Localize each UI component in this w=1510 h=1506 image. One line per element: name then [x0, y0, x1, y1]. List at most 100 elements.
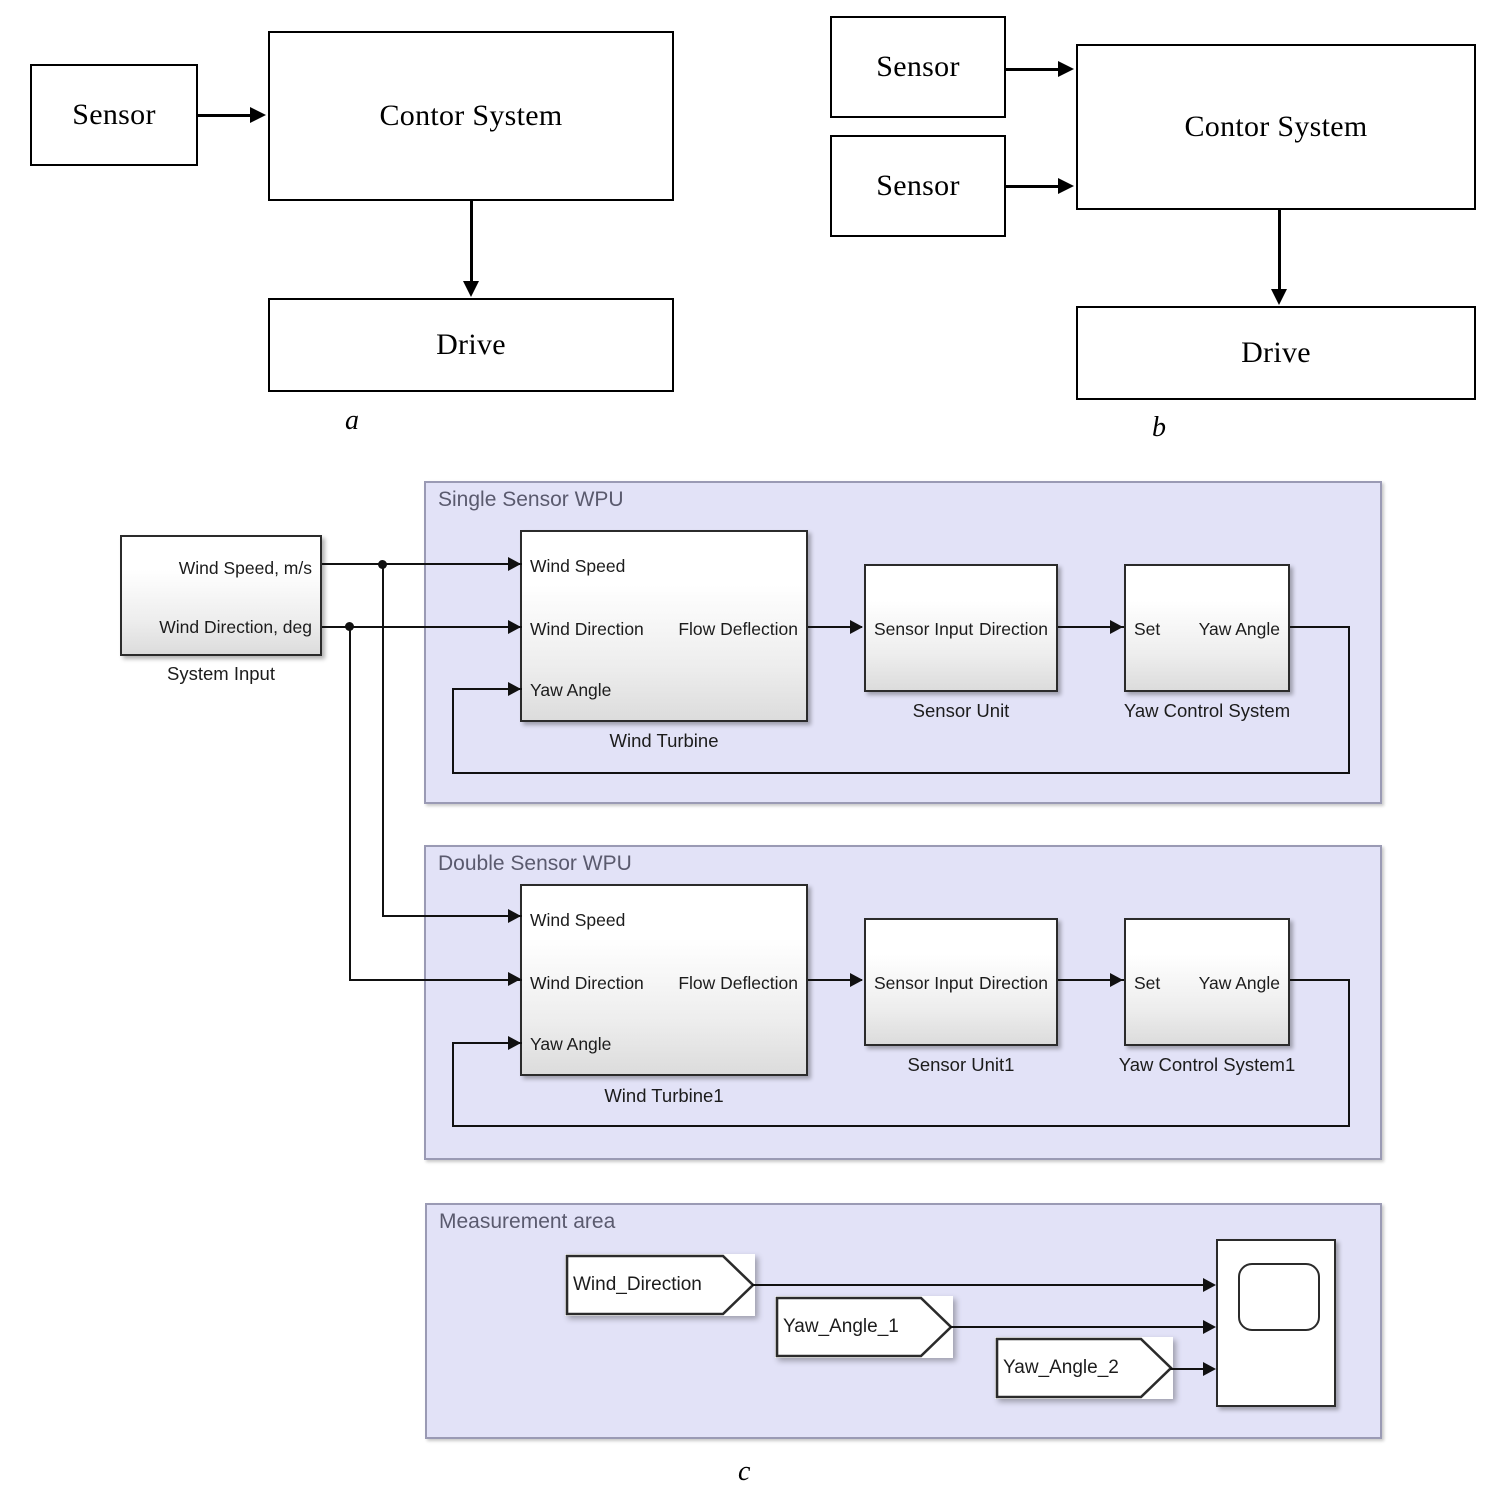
wind-turbine1-block[interactable]: Wind Speed Wind Direction Yaw Angle Flow…: [520, 884, 808, 1076]
from-tag-wind-direction-shape: [565, 1254, 755, 1316]
panel-b-sensor-2-block: Sensor: [830, 135, 1006, 237]
wire-flow-deflection1-to-sensor-unit1: [808, 979, 862, 981]
wind-turbine1-port-flow-deflection: Flow Deflection: [678, 973, 798, 993]
sensor-unit-block[interactable]: Sensor Input Direction: [864, 564, 1058, 692]
wind-turbine-port-wind-speed: Wind Speed: [530, 556, 626, 576]
system-input-block-label: System Input: [167, 663, 275, 684]
arrow-wind-speed-to-wind-turbine1: [508, 909, 521, 923]
panel-b-arrow-control-to-drive-line: [1278, 210, 1281, 290]
sensor-unit-block-label: Sensor Unit: [912, 700, 1010, 721]
panel-a-sensor-block: Sensor: [30, 64, 198, 166]
wind-turbine1-port-wind-direction: Wind Direction: [530, 973, 644, 993]
wire-wind-direction-out: [322, 626, 522, 628]
wind-turbine-port-yaw-angle: Yaw Angle: [530, 680, 612, 700]
panel-c-letter: c: [738, 1456, 751, 1487]
measurement-area-title: Measurement area: [439, 1210, 616, 1233]
wire-yaw-feedback1-right: [1348, 979, 1350, 1127]
sensor-unit1-port-sensor-input: Sensor Input: [874, 973, 974, 993]
wire-wind-speed-branch-vert: [382, 563, 384, 917]
panel-a-sensor-label: Sensor: [72, 98, 156, 131]
yaw-control-system-block[interactable]: Set Yaw Angle: [1124, 564, 1290, 692]
panel-b-control-system-label: Contor System: [1184, 110, 1368, 143]
arrow-wind-direction-to-wind-turbine: [508, 620, 521, 634]
panel-a-arrow-sensor-to-control-line: [198, 114, 252, 117]
wire-yaw-feedback-right: [1348, 626, 1350, 774]
panel-b-control-system-block: Contor System: [1076, 44, 1476, 210]
wire-yaw-feedback-left: [452, 688, 454, 774]
arrow-direction1-to-yaw-control1: [1110, 973, 1123, 987]
wire-wind-direction-branch-horiz: [349, 979, 522, 981]
arrow-wind-direction-to-wind-turbine1: [508, 972, 521, 986]
arrow-wind-direction-tag-to-scope: [1203, 1278, 1216, 1292]
system-input-block[interactable]: Wind Speed, m/s Wind Direction, deg: [120, 535, 322, 656]
yaw-control-system-port-set: Set: [1134, 619, 1161, 639]
wire-yaw-feedback-bottom: [452, 772, 1350, 774]
arrow-yaw-angle-2-tag-to-scope: [1203, 1362, 1216, 1376]
panel-b-arrow-sensor2-head: [1058, 178, 1074, 194]
wire-yaw-angle-2-tag-to-scope: [1170, 1368, 1208, 1370]
from-tag-wind-direction-label: Wind_Direction: [573, 1274, 702, 1295]
arrow-yaw-feedback1-to-wind-turbine1: [508, 1036, 521, 1050]
from-tag-yaw-angle-1-label: Yaw_Angle_1: [783, 1316, 899, 1337]
arrow-yaw-feedback-to-wind-turbine: [508, 682, 521, 696]
yaw-control-system1-port-set: Set: [1134, 973, 1161, 993]
wire-yaw-feedback-top: [1290, 626, 1350, 628]
from-tag-yaw-angle-1-shape: [775, 1296, 953, 1358]
wire-yaw-feedback1-bottom: [452, 1125, 1350, 1127]
scope-screen: [1238, 1263, 1320, 1331]
from-tag-yaw-angle-2-shape: [995, 1337, 1173, 1399]
arrow-wind-speed-to-wind-turbine: [508, 557, 521, 571]
wind-turbine-port-wind-direction: Wind Direction: [530, 619, 644, 639]
panel-b-drive-label: Drive: [1241, 336, 1311, 369]
panel-b-sensor-1-block: Sensor: [830, 16, 1006, 118]
panel-a-drive-label: Drive: [436, 328, 506, 361]
arrow-flow-deflection1-to-sensor-unit1: [850, 973, 863, 987]
scope-block[interactable]: [1216, 1239, 1336, 1407]
double-sensor-wpu-title: Double Sensor WPU: [438, 852, 632, 875]
from-tag-wind-direction[interactable]: Wind_Direction: [565, 1254, 755, 1316]
wire-wind-speed-out: [322, 563, 522, 565]
wind-turbine1-block-label: Wind Turbine1: [604, 1085, 724, 1106]
panel-b-arrow-sensor1-line: [1006, 68, 1060, 71]
yaw-control-system1-block[interactable]: Set Yaw Angle: [1124, 918, 1290, 1046]
sensor-unit-port-direction: Direction: [978, 619, 1048, 639]
single-sensor-wpu-title: Single Sensor WPU: [438, 488, 624, 511]
wire-flow-deflection-to-sensor-unit: [808, 626, 862, 628]
wire-yaw-feedback-into-port: [452, 688, 522, 690]
from-tag-yaw-angle-2[interactable]: Yaw_Angle_2: [995, 1337, 1173, 1399]
wire-yaw-feedback1-top: [1290, 979, 1350, 981]
panel-a-control-system-block: Contor System: [268, 31, 674, 201]
yaw-control-system1-block-label: Yaw Control System1: [1118, 1054, 1296, 1075]
wire-yaw-feedback1-into-port: [452, 1042, 522, 1044]
arrow-direction-to-yaw-control: [1110, 620, 1123, 634]
panel-a-arrow-control-to-drive-head: [463, 281, 479, 297]
wire-wind-direction-tag-to-scope: [752, 1284, 1208, 1286]
panel-a-control-system-label: Contor System: [379, 99, 563, 132]
yaw-control-system-port-yaw-angle: Yaw Angle: [1198, 619, 1280, 639]
sensor-unit1-block-label: Sensor Unit1: [907, 1054, 1015, 1075]
panel-b-drive-block: Drive: [1076, 306, 1476, 400]
panel-b-arrow-sensor2-line: [1006, 185, 1060, 188]
wind-turbine-port-flow-deflection: Flow Deflection: [678, 619, 798, 639]
wind-turbine-block[interactable]: Wind Speed Wind Direction Yaw Angle Flow…: [520, 530, 808, 722]
panel-b-arrow-sensor1-head: [1058, 61, 1074, 77]
wire-wind-direction-branch-vert: [349, 626, 351, 981]
sensor-unit1-port-direction: Direction: [978, 973, 1048, 993]
panel-b-arrow-control-to-drive-head: [1271, 289, 1287, 305]
wire-direction-to-yaw-control: [1058, 626, 1124, 628]
panel-a-arrow-sensor-to-control-head: [250, 107, 266, 123]
from-tag-yaw-angle-1[interactable]: Yaw_Angle_1: [775, 1296, 953, 1358]
wind-turbine-block-label: Wind Turbine: [609, 730, 719, 751]
sensor-unit1-block[interactable]: Sensor Input Direction: [864, 918, 1058, 1046]
panel-b-sensor-2-label: Sensor: [876, 169, 960, 202]
wire-direction1-to-yaw-control1: [1058, 979, 1124, 981]
yaw-control-system1-port-yaw-angle: Yaw Angle: [1198, 973, 1280, 993]
sensor-unit-port-sensor-input: Sensor Input: [874, 619, 974, 639]
system-input-port-wind-direction: Wind Direction, deg: [159, 617, 312, 637]
panel-a-drive-block: Drive: [268, 298, 674, 392]
panel-a-arrow-control-to-drive-line: [470, 201, 473, 283]
arrow-yaw-angle-1-tag-to-scope: [1203, 1320, 1216, 1334]
system-input-port-wind-speed: Wind Speed, m/s: [178, 558, 312, 578]
arrow-flow-deflection-to-sensor-unit: [850, 620, 863, 634]
